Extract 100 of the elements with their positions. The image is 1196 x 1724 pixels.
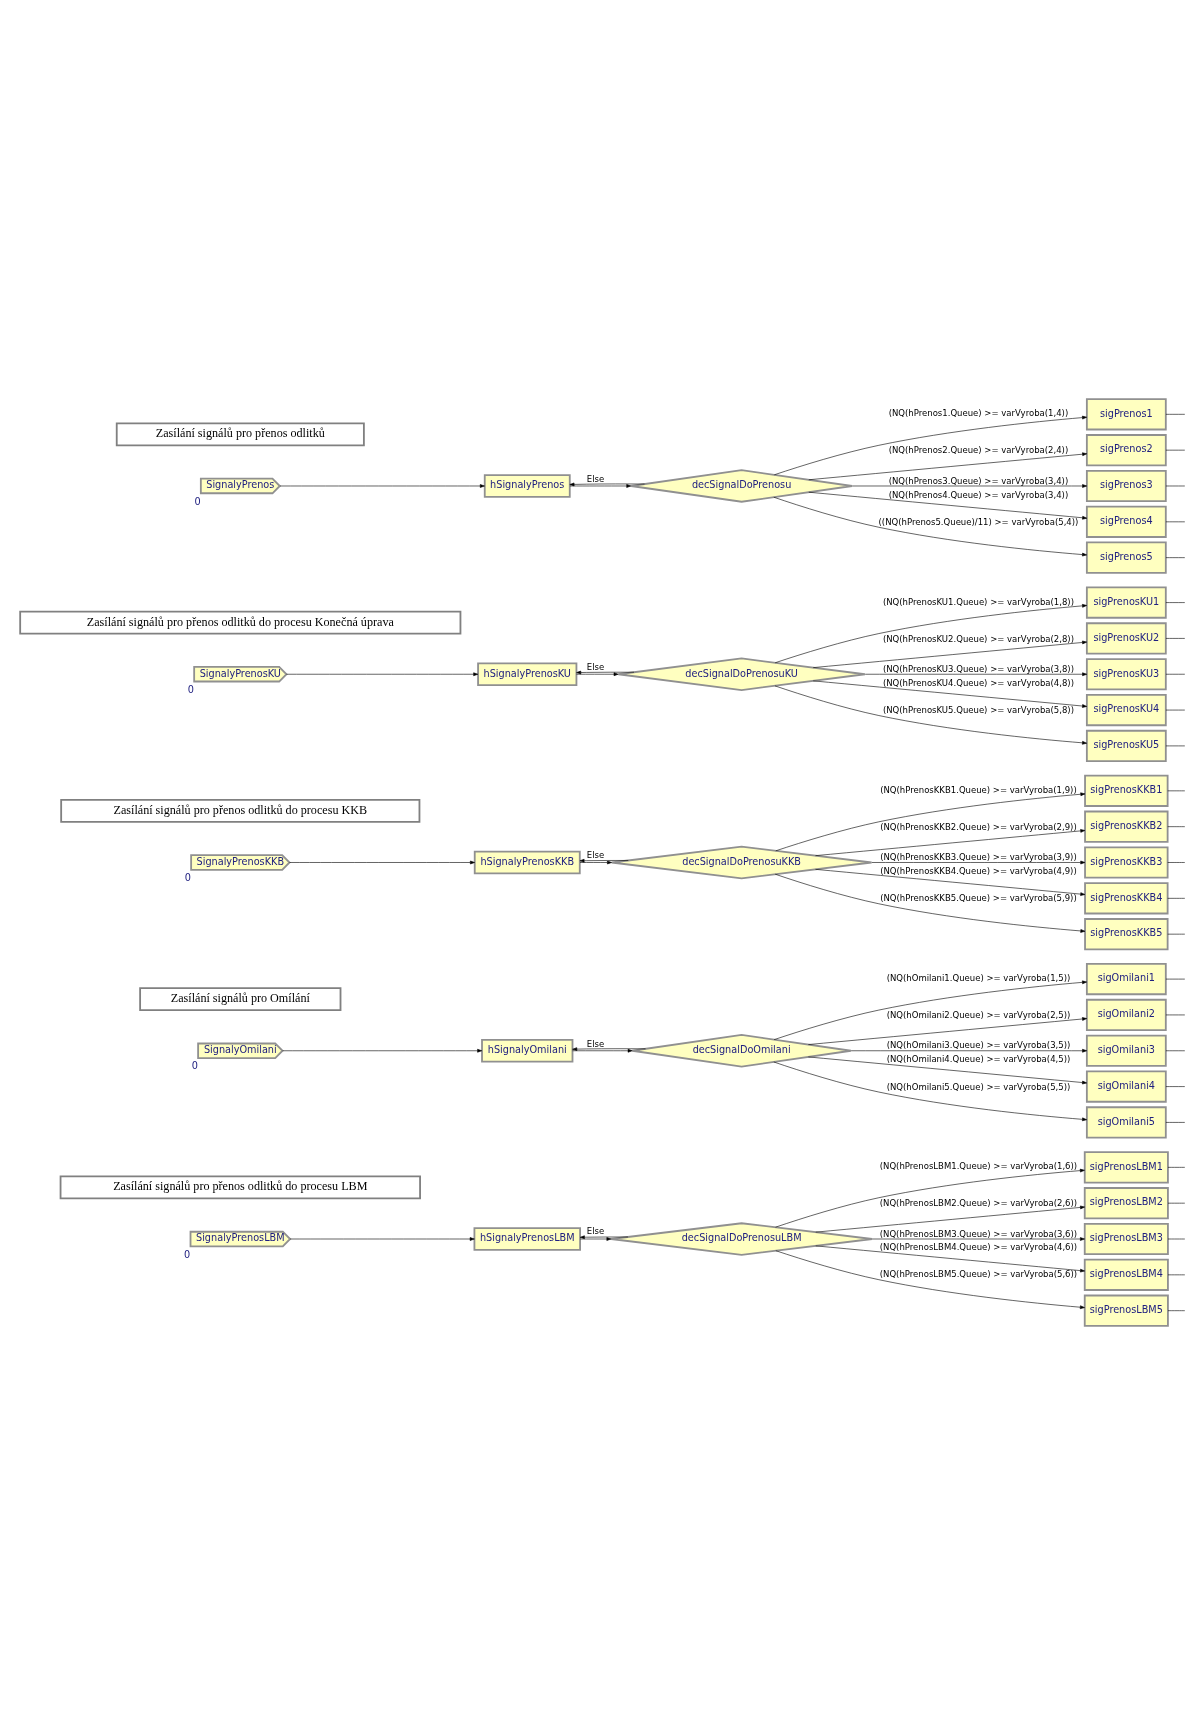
- node-label: 0: [194, 495, 201, 507]
- arrow: [774, 873, 1086, 933]
- node-box: sigOmilani3: [1085, 1034, 1167, 1067]
- arrow: [808, 1056, 1087, 1084]
- edge-label: (NQ(hPrenosLBM1.Queue) >= varVyroba(1,6)): [879, 1160, 1078, 1171]
- arrow: [775, 791, 1086, 851]
- edge-label: Else: [586, 1225, 605, 1236]
- node-diamond: decSignalDoOmilani: [631, 1033, 852, 1067]
- node-box: hSignalyPrenosKU: [477, 661, 578, 686]
- arrow: [572, 1048, 633, 1053]
- arrow: [773, 496, 1087, 556]
- arrow: [774, 603, 1087, 663]
- arrow: [775, 1249, 1085, 1309]
- node-box: hSignalyPrenos: [483, 473, 571, 498]
- connector: [1167, 861, 1186, 863]
- arrow: [775, 1168, 1085, 1227]
- node-box: sigPrenosKU4: [1085, 693, 1167, 726]
- node-box: sigPrenosKKB3: [1084, 845, 1169, 879]
- arrow: [579, 1234, 629, 1239]
- node-box: sigPrenosLBM3: [1083, 1222, 1169, 1255]
- connector: [1165, 601, 1186, 603]
- arrow: [773, 980, 1087, 1040]
- node-box: hSignalyPrenosLBM: [473, 1226, 581, 1251]
- edge-label: (NQ(hPrenos4.Queue) >= varVyroba(3,4)): [888, 489, 1069, 500]
- arrow: [852, 483, 1088, 488]
- node-box: sigPrenos2: [1085, 433, 1167, 466]
- node-box: sigOmilani4: [1085, 1070, 1167, 1103]
- node-box: sigPrenosKU2: [1085, 621, 1167, 654]
- arrow: [864, 671, 1088, 676]
- arrow: [286, 671, 479, 676]
- connector: [1165, 637, 1186, 639]
- connector: [1165, 413, 1186, 415]
- arrow: [289, 1236, 475, 1241]
- node-box: sigOmilani5: [1085, 1105, 1167, 1138]
- edge-label: (NQ(hPrenosKKB1.Queue) >= varVyroba(1,9)): [880, 784, 1077, 795]
- arrow: [812, 640, 1088, 668]
- node-box: hSignalyOmilani: [481, 1038, 574, 1063]
- arrow: [576, 670, 635, 674]
- arrow: [579, 858, 629, 862]
- node-box: sigPrenosKKB2: [1084, 810, 1169, 843]
- node-diamond: decSignalDoPrenosuKU: [617, 657, 866, 691]
- arrow: [773, 1061, 1087, 1121]
- node-box: sigPrenos3: [1085, 469, 1167, 502]
- node-box: sigPrenos5: [1085, 541, 1167, 574]
- edge-label: Else: [586, 1038, 605, 1049]
- node-box: Zasílání signálů pro Omílání: [139, 986, 342, 1011]
- node-box: sigPrenosLBM2: [1083, 1186, 1169, 1219]
- node-label: 0: [184, 1248, 191, 1260]
- edge-label: (NQ(hPrenosKKB5.Queue) >= varVyroba(5,9)): [880, 892, 1077, 903]
- arrow: [850, 1048, 1088, 1053]
- arrow: [289, 860, 475, 864]
- edge-label: (NQ(hPrenos3.Queue) >= varVyroba(3,4)): [888, 475, 1069, 486]
- connector: [1167, 1166, 1186, 1168]
- arrow: [815, 1205, 1085, 1232]
- arrow: [569, 483, 632, 488]
- arrow: [815, 868, 1086, 896]
- edge-label: (NQ(hOmilani2.Queue) >= varVyroba(2,5)): [886, 1009, 1071, 1020]
- node-box: Zasílání signálů pro přenos odlitků do procesu Konečná úprava: [19, 610, 462, 634]
- edge-label: (NQ(hPrenosKKB4.Queue) >= varVyroba(4,9)): [880, 865, 1077, 876]
- connector: [1165, 556, 1186, 558]
- arrow: [774, 685, 1087, 745]
- edge-label: (NQ(hPrenosLBM4.Queue) >= varVyroba(4,6)): [879, 1241, 1078, 1252]
- arrow: [808, 451, 1088, 480]
- edge-label: (NQ(hPrenosKU2.Queue) >= varVyroba(2,8)): [882, 633, 1075, 644]
- node-box: Zasílání signálů pro přenos odlitků do procesu KKB: [60, 798, 421, 823]
- edge-label: (NQ(hPrenosKU4.Queue) >= varVyroba(4,8)): [882, 677, 1075, 688]
- node-box: sigPrenos1: [1085, 397, 1167, 430]
- edge-label: (NQ(hPrenosKKB3.Queue) >= varVyroba(3,9)): [880, 851, 1077, 862]
- edge-label: (NQ(hPrenosKKB2.Queue) >= varVyroba(2,9)): [880, 821, 1077, 832]
- node-box: sigOmilani1: [1085, 962, 1167, 995]
- edge-label: (NQ(hPrenos1.Queue) >= varVyroba(1,4)): [888, 407, 1069, 418]
- node-box: sigOmilani2: [1085, 998, 1167, 1031]
- arrow: [812, 680, 1088, 708]
- node-diamond: decSignalDoPrenosuKKB: [610, 845, 873, 879]
- arrow: [279, 483, 485, 488]
- arrow: [774, 415, 1087, 475]
- edge-label: (NQ(hPrenosKU1.Queue) >= varVyroba(1,8)): [882, 596, 1075, 607]
- node-box: sigPrenosKKB1: [1084, 774, 1169, 807]
- edge-label: Else: [586, 473, 605, 484]
- connector: [1167, 1309, 1186, 1311]
- edge-label: (NQ(hPrenosKU3.Queue) >= varVyroba(3,8)): [882, 663, 1075, 674]
- edge-label: (NQ(hPrenosLBM3.Queue) >= varVyroba(3,6)): [879, 1228, 1078, 1239]
- node-box: hSignalyPrenosKKB: [473, 850, 581, 874]
- node-label: 0: [191, 1059, 198, 1071]
- node-box: sigPrenosKU1: [1085, 586, 1167, 619]
- arrow: [815, 828, 1086, 856]
- arrow: [808, 491, 1088, 520]
- edge-label: (NQ(hOmilani1.Queue) >= varVyroba(1,5)): [886, 972, 1071, 983]
- arrow: [871, 860, 1086, 864]
- node-box: sigPrenosLBM1: [1083, 1150, 1169, 1183]
- connector: [1165, 1121, 1186, 1123]
- edge-label: Else: [586, 849, 605, 860]
- edge-label: ((NQ(hPrenos5.Queue)/11) >= varVyroba(5,4)): [878, 516, 1079, 527]
- edge-label: (NQ(hOmilani3.Queue) >= varVyroba(3,5)): [886, 1039, 1071, 1050]
- edge-label: (NQ(hPrenosKU5.Queue) >= varVyroba(5,8)): [882, 704, 1075, 715]
- arrow: [579, 1236, 612, 1241]
- connector: [1165, 1085, 1186, 1087]
- arrow: [576, 671, 619, 676]
- arrow: [815, 1245, 1085, 1272]
- arrow: [579, 860, 612, 864]
